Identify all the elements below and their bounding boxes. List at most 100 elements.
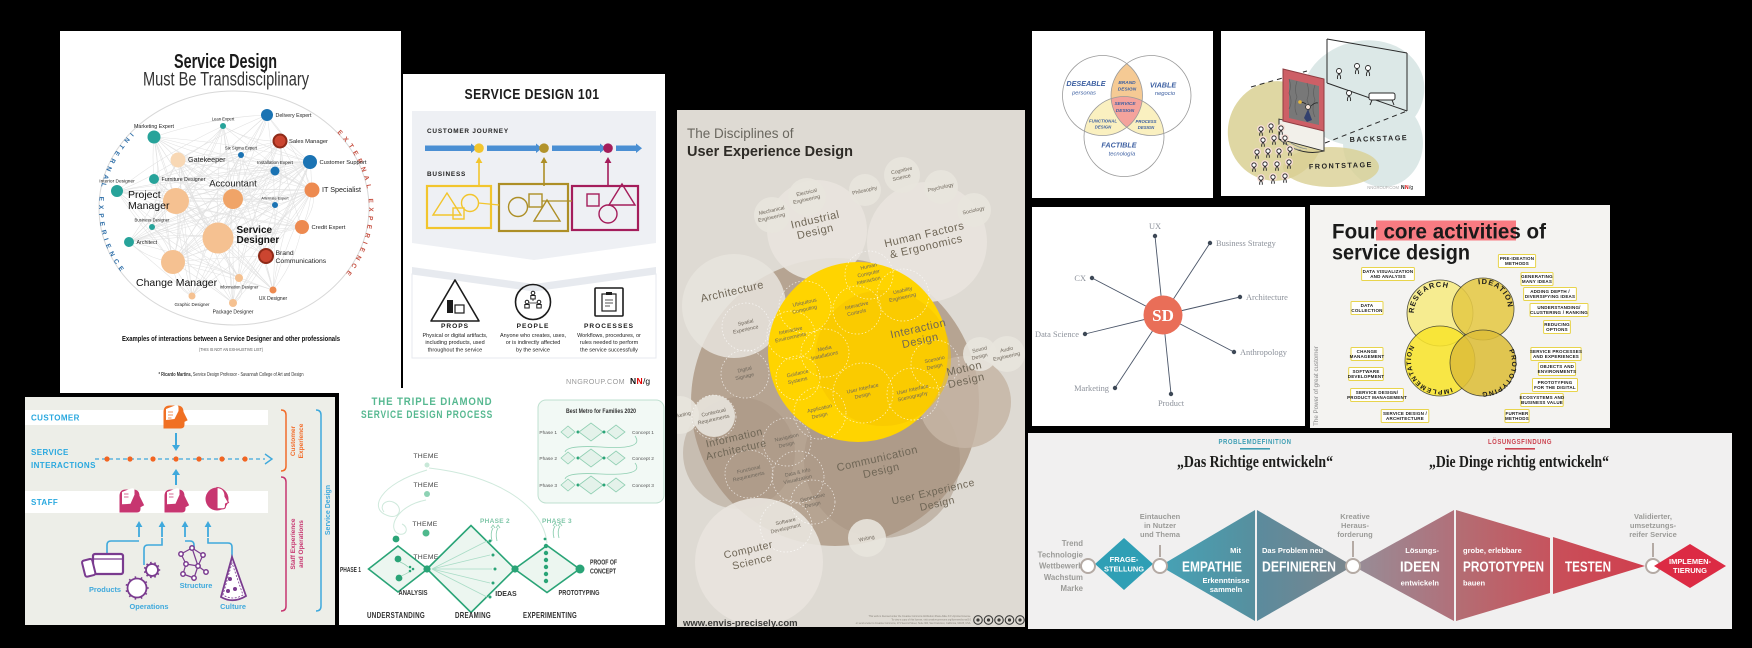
svg-text:Product: Product [1158,399,1185,408]
svg-text:Examples of interactions betwe: Examples of interactions between a Servi… [122,334,340,343]
svg-text:NNGROUP.COM: NNGROUP.COM [1367,185,1399,190]
svg-text:TESTEN: TESTEN [1565,560,1611,576]
svg-text:DIVERSIFYING IDEAS: DIVERSIFYING IDEAS [1525,294,1575,299]
svg-text:entwickeln: entwickeln [1401,579,1440,588]
svg-text:by the service: by the service [516,347,550,353]
svg-text:the service successfully: the service successfully [580,347,638,353]
svg-text:AND EXPERIENCES: AND EXPERIENCES [1533,354,1579,359]
svg-text:service design: service design [1332,242,1470,265]
svg-text:Concept 2: Concept 2 [632,456,654,462]
svg-text:grobe, erlebbare: grobe, erlebbare [1463,546,1522,555]
svg-text:BUSINESS VALUE: BUSINESS VALUE [1521,400,1563,405]
svg-text:NNGROUP.COM: NNGROUP.COM [566,377,625,386]
svg-text:Cognitive: Cognitive [891,166,914,177]
svg-text:Architecture: Architecture [1246,293,1288,302]
svg-text:SD: SD [1152,306,1174,325]
svg-text:Media: Media [817,344,832,353]
svg-text:Six Sigma Expert: Six Sigma Expert [225,146,258,151]
svg-text:CHANGE: CHANGE [1357,349,1378,354]
svg-text:PROTOTYPEN: PROTOTYPEN [1463,560,1544,576]
svg-text:Physical or digital artifacts,: Physical or digital artifacts, [422,333,488,339]
svg-text:METHODS: METHODS [1505,416,1529,421]
svg-text:Audio: Audio [1000,346,1014,355]
svg-text:DEVELOPMENT: DEVELOPMENT [1348,374,1385,379]
svg-text:IT Specialist: IT Specialist [322,185,361,194]
svg-text:DATA VISUALIZATION: DATA VISUALIZATION [1363,269,1414,274]
svg-text:ANALYSIS: ANALYSIS [399,590,428,597]
svg-text:Communications: Communications [276,258,327,265]
svg-text:SERVICE DESIGN/: SERVICE DESIGN/ [1356,390,1399,395]
svg-text:Project: Project [128,189,161,201]
svg-text:Experience: Experience [298,423,305,458]
svg-text:Accountant: Accountant [209,179,257,190]
svg-text:„Das Richtige entwickeln“: „Das Richtige entwickeln“ [1177,452,1333,471]
svg-text:BUSINESS: BUSINESS [427,171,466,178]
svg-text:DATA: DATA [1361,303,1374,308]
svg-text:„Die Dinge richtig entwickeln“: „Die Dinge richtig entwickeln“ [1429,452,1609,471]
svg-text:PROCESSES: PROCESSES [584,323,634,330]
svg-text:Anthropology: Anthropology [1240,348,1288,357]
svg-text:Heraus-: Heraus- [1341,521,1369,530]
svg-text:Interior Designer: Interior Designer [99,179,135,185]
svg-text:THEME: THEME [412,521,437,528]
svg-text:SERVICE DESIGN PROCESS: SERVICE DESIGN PROCESS [361,409,493,421]
svg-text:PROBLEMDEFINITION: PROBLEMDEFINITION [1219,439,1292,446]
svg-text:PROTOTYPING: PROTOTYPING [559,590,600,597]
svg-text:Best Metro for Families 2020: Best Metro for Families 2020 [566,409,637,415]
svg-text:Eintauchen: Eintauchen [1140,512,1181,521]
svg-text:sammeln: sammeln [1210,585,1243,594]
svg-text:Spatial: Spatial [737,318,754,327]
svg-text:Wettbewerb: Wettbewerb [1039,562,1083,571]
svg-text:Application: Application [807,403,833,415]
svg-text:Culture: Culture [220,602,246,611]
svg-text:or is indirectly affected: or is indirectly affected [506,340,561,346]
svg-text:IMPLEMEN-: IMPLEMEN- [1669,557,1711,566]
svg-text:Marketing: Marketing [1074,384,1110,393]
svg-text:Das Problem neu: Das Problem neu [1262,546,1324,555]
svg-text:Delivery Expert: Delivery Expert [276,113,312,119]
svg-text:Technologie: Technologie [1038,550,1084,559]
svg-text:* Ricardo Martins, Service Des: * Ricardo Martins, Service Design Profes… [159,372,304,378]
svg-text:Business Strategy: Business Strategy [1216,239,1277,248]
svg-text:Lean Expert: Lean Expert [212,117,235,122]
svg-text:DEFINIEREN: DEFINIEREN [1262,560,1336,576]
svg-text:Staff Experience: Staff Experience [290,518,297,569]
svg-text:Must Be Transdisciplinary: Must Be Transdisciplinary [143,70,309,91]
svg-text:Lösungs-: Lösungs- [1405,546,1439,555]
svg-text:THE TRIPLE DIAMOND: THE TRIPLE DIAMOND [372,396,493,408]
svg-text:Science: Science [892,173,911,183]
svg-text:Guidance: Guidance [786,369,809,380]
svg-text:Marketing: Marketing [677,411,692,422]
svg-text:PHASE 1: PHASE 1 [340,567,361,574]
svg-text:Computing: Computing [792,304,818,316]
svg-text:Mechanical: Mechanical [758,205,785,217]
svg-text:IDEAS: IDEAS [495,591,517,598]
svg-text:Experience: Experience [732,324,759,336]
svg-text:Ubiquitous: Ubiquitous [792,297,818,308]
svg-text:Sales Manager: Sales Manager [289,139,328,145]
svg-text:PEOPLE: PEOPLE [517,323,550,330]
svg-text:N: N [637,376,643,386]
svg-text:Wachstum: Wachstum [1044,573,1083,582]
svg-text:UNDERSTANDING: UNDERSTANDING [367,610,425,620]
svg-text:Interactive: Interactive [778,325,803,336]
svg-text:PHASE 3: PHASE 3 [542,518,572,525]
svg-text:OBJECTS AND: OBJECTS AND [1540,364,1575,369]
svg-text:Manager: Manager [128,200,170,212]
svg-text:BACKSTAGE: BACKSTAGE [1350,133,1409,144]
svg-text:Business Designer: Business Designer [135,218,171,223]
svg-text:Computer: Computer [857,268,881,279]
svg-text:PRE-IDEATION: PRE-IDEATION [1500,256,1534,261]
svg-text:Workflows, procedures, or: Workflows, procedures, or [577,333,641,339]
svg-text:Interactive: Interactive [844,300,869,311]
svg-text:To view a copy of this license: To view a copy of this license, visit cr… [891,618,971,621]
svg-text:FUNCTIONAL: FUNCTIONAL [1089,119,1117,124]
svg-text:SERVICE: SERVICE [31,448,69,457]
svg-text:tecnología: tecnología [1109,152,1137,158]
svg-text:N: N [1405,185,1409,191]
svg-text:Design: Design [926,362,943,372]
svg-text:www.envis-precisely.com: www.envis-precisely.com [682,618,798,627]
svg-text:(THIS IS NOT AN EXHAUSTIVE LIS: (THIS IS NOT AN EXHAUSTIVE LIST) [199,347,263,352]
svg-text:CLUSTERING / RANKING: CLUSTERING / RANKING [1530,310,1588,315]
svg-text:SERVICE: SERVICE [1114,101,1136,107]
